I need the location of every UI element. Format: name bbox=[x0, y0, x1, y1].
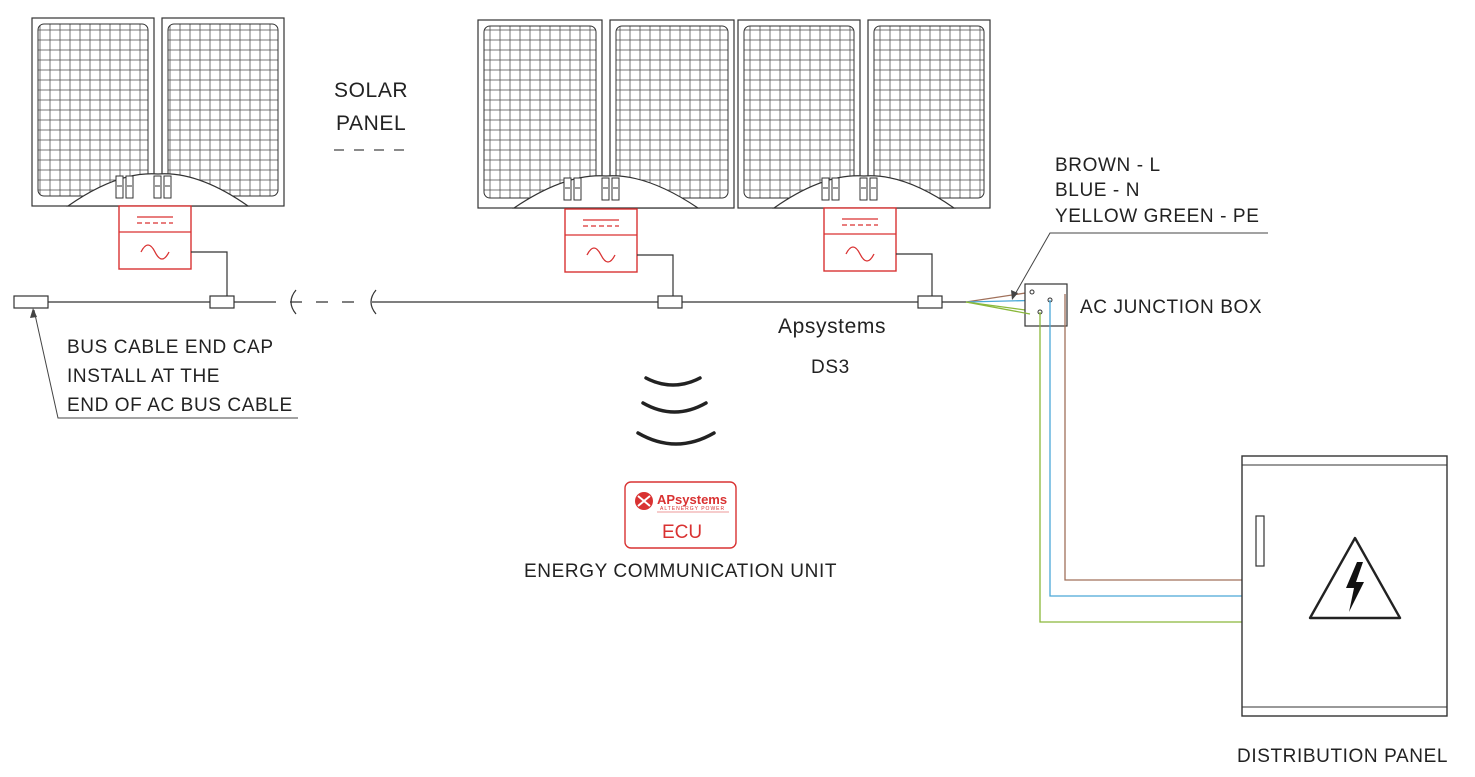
solar-panels bbox=[31, 17, 991, 209]
solar-panel-label-line2: PANEL bbox=[336, 112, 407, 135]
ecu-tagline: ALTENERGY POWER bbox=[660, 506, 726, 512]
end-cap-label-line1: BUS CABLE END CAP bbox=[67, 337, 274, 358]
panel-handle bbox=[1255, 515, 1265, 567]
ac-bus-cable bbox=[13, 283, 1242, 623]
panel-cell-grid bbox=[167, 23, 279, 197]
microinverter-icon bbox=[564, 208, 674, 298]
bus-end-cap bbox=[13, 295, 49, 309]
wire-brown-run bbox=[1064, 294, 1242, 581]
distribution-panel-label: DISTRIBUTION PANEL bbox=[1237, 746, 1449, 767]
leader-arrowhead bbox=[30, 308, 37, 318]
wire-blue-label: BLUE - N bbox=[1055, 180, 1141, 201]
mc4-connector bbox=[831, 177, 840, 201]
misc-graphics bbox=[30, 149, 1448, 717]
mc4-connector bbox=[869, 177, 878, 201]
mc4-connector bbox=[153, 175, 162, 199]
end-cap-label-line3: END OF AC BUS CABLE bbox=[67, 395, 293, 416]
wire-brown-label: BROWN - L bbox=[1055, 155, 1161, 176]
distribution-panel bbox=[1241, 455, 1448, 717]
microinverter-icon bbox=[118, 205, 228, 298]
inverter-cable bbox=[191, 251, 228, 298]
inverter-body bbox=[564, 208, 638, 273]
ecu-label: ECU bbox=[662, 522, 703, 543]
microinverter-model-label: DS3 bbox=[811, 357, 850, 378]
mc4-connector bbox=[115, 175, 124, 199]
microinverters bbox=[118, 205, 933, 298]
ecu-caption: ENERGY COMMUNICATION UNIT bbox=[524, 561, 838, 582]
mc4-connector bbox=[821, 177, 830, 201]
solar-panel-pair-icon bbox=[737, 19, 991, 209]
terminal bbox=[1029, 289, 1035, 295]
ac-sine-symbol bbox=[140, 244, 170, 260]
logo-mark bbox=[637, 495, 651, 507]
wire-yellow-green bbox=[965, 301, 1031, 315]
signal-arc bbox=[641, 401, 708, 414]
inverter-body bbox=[823, 207, 897, 272]
inverter-cable bbox=[896, 253, 933, 298]
mc4-connector bbox=[611, 177, 620, 201]
mc4-connector bbox=[573, 177, 582, 201]
end-cap-leader bbox=[33, 309, 298, 419]
panel-cell-grid bbox=[873, 25, 985, 199]
wire-brown bbox=[965, 291, 1033, 303]
break-mark bbox=[370, 289, 377, 315]
inverter-body bbox=[118, 205, 192, 270]
solar-panel-label-line1: SOLAR bbox=[334, 79, 409, 102]
panel-cell-grid bbox=[37, 23, 149, 197]
end-cap-label-line2: INSTALL AT THE bbox=[67, 366, 221, 387]
bus-t-connector bbox=[209, 295, 235, 309]
signal-arc bbox=[636, 431, 716, 446]
mc4-connector bbox=[163, 175, 172, 199]
microinverter-brand-label: Apsystems bbox=[778, 315, 887, 338]
ecu-card bbox=[624, 481, 737, 549]
inverter-cable bbox=[637, 254, 674, 298]
ac-sine-symbol bbox=[586, 247, 616, 263]
break-mark bbox=[290, 289, 297, 315]
mc4-connector bbox=[859, 177, 868, 201]
panel-cell-grid bbox=[615, 25, 729, 199]
leader-arrowhead bbox=[1011, 290, 1018, 300]
wire-yellow-green-label: YELLOW GREEN - PE bbox=[1055, 206, 1260, 227]
lightning-bolt bbox=[1346, 562, 1364, 612]
wire-blue-run bbox=[1049, 300, 1242, 597]
mc4-connector bbox=[563, 177, 572, 201]
wire-legend-leader bbox=[1013, 232, 1268, 297]
mc4-connector bbox=[125, 175, 134, 199]
junction-box-label: AC JUNCTION BOX bbox=[1080, 297, 1263, 318]
bus-t-connector bbox=[917, 295, 943, 309]
microinverter-icon bbox=[823, 207, 933, 298]
wire-yellow-green-run bbox=[1039, 312, 1242, 623]
ecu-brand: APsystems bbox=[657, 492, 728, 507]
ac-sine-symbol bbox=[845, 246, 875, 262]
solar-panel-pair-icon bbox=[477, 19, 735, 209]
panel-cell-grid bbox=[743, 25, 855, 199]
bus-t-connector bbox=[657, 295, 683, 309]
wifi-signal-icon bbox=[636, 376, 716, 446]
panel-cell-grid bbox=[483, 25, 597, 199]
apsystems-logo-icon bbox=[635, 492, 653, 510]
signal-arc bbox=[644, 376, 702, 387]
solar-panel-pair-icon bbox=[31, 17, 285, 207]
mc4-connector bbox=[601, 177, 610, 201]
